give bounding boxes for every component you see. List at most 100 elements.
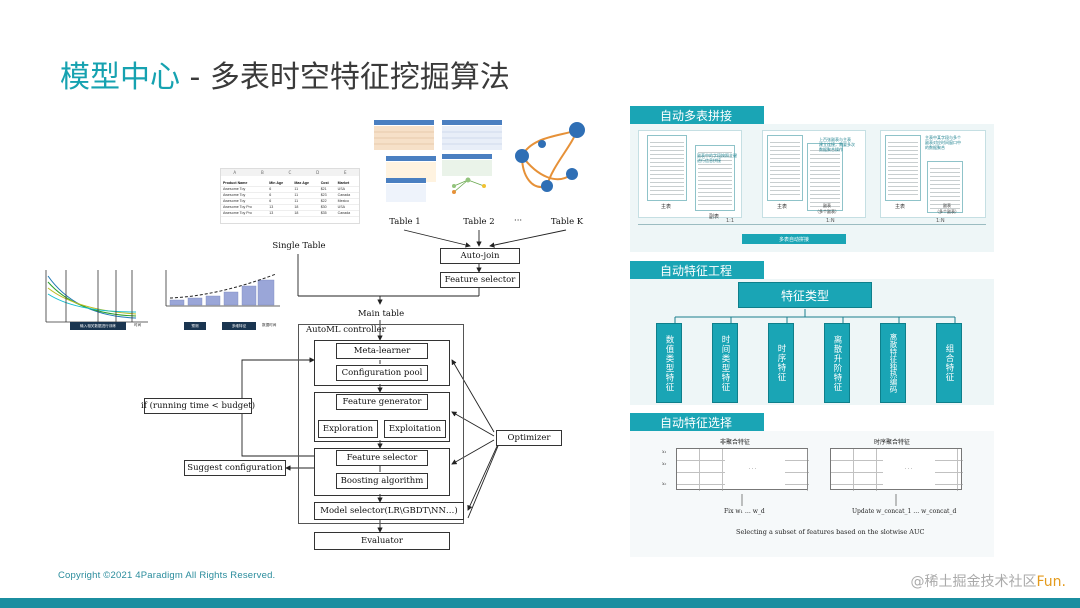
auto-join-footer: 多表自动拼接 xyxy=(742,234,846,244)
meta-group xyxy=(314,340,450,386)
title-main: 模型中心 xyxy=(60,60,180,95)
main-table-label: Main table xyxy=(357,308,405,319)
feature-generator-box: Feature generator xyxy=(336,394,428,410)
bottom-accent-bar xyxy=(0,598,1080,608)
main-sheet xyxy=(767,135,803,201)
join-group-3: 主表 副表 （多个副表） 主表中某字段与多个 副表对应时间窗口中 的数据聚合 xyxy=(880,130,986,218)
col-letter: E xyxy=(344,170,347,175)
table-k: Table K xyxy=(544,212,590,231)
fix-weights: Fix w₁ … w_d xyxy=(724,508,765,515)
exploitation-box: Exploitation xyxy=(384,420,446,438)
selection-caption: Selecting a subset of features based on … xyxy=(736,528,925,536)
small-dag xyxy=(452,177,486,194)
sheet-header: Cost xyxy=(318,180,336,187)
main-table: Main table xyxy=(354,305,408,322)
cell: 18 xyxy=(292,204,319,211)
seq-agg-matrix: · · · xyxy=(830,448,963,491)
cell: Canada xyxy=(335,210,359,217)
update-weights: Update w_concat_1 … w_concat_d xyxy=(852,508,957,515)
meta-learner-box: Meta-learner xyxy=(336,343,428,359)
join-note-1: 副表中的字段按照主键 进行信息拼接 xyxy=(697,153,737,163)
watermark-text: @稀土掘金技术社区 xyxy=(910,574,1037,590)
matrix-ellipsis: · · · xyxy=(749,467,757,472)
page-title: 模型中心 - 多表时空特征挖掘算法 xyxy=(60,52,510,96)
feature-tree-lines xyxy=(674,309,956,323)
model-selector-box: Model selector(LR\GBDT\NN…) xyxy=(314,502,464,520)
multi-table-thumbnail xyxy=(372,116,602,208)
section-1-title: 自动多表拼接 xyxy=(660,108,733,123)
sub-sheet xyxy=(807,143,843,211)
cell: Mexico xyxy=(335,198,359,205)
sheet-header: Market xyxy=(335,180,359,187)
section-feature-selection-header: 自动特征选择 xyxy=(630,413,764,431)
feature-type-combination: 组合特征 xyxy=(936,323,962,403)
table-1-label: Table 1 xyxy=(389,216,421,227)
sub-sheet xyxy=(927,161,963,213)
main-sheet xyxy=(885,135,921,201)
main-label: 主表 xyxy=(661,204,672,210)
feature-gen-group xyxy=(314,392,450,442)
cell: 11 xyxy=(292,192,319,199)
auto-join-box: Auto-join xyxy=(440,248,520,264)
train-label-text: 输入相关数据进行训练 xyxy=(80,323,116,328)
axis-label-time: 时间 xyxy=(134,323,142,327)
watermark: @稀土掘金技术社区Fun. xyxy=(911,571,1066,591)
col-letter: A xyxy=(233,170,237,175)
curve-chart-thumbnail: 输入相关数据进行训练 时间 xyxy=(36,266,154,334)
multi-feature-label-text: 多维特征 xyxy=(231,323,247,328)
cell: Awesome Toy xyxy=(221,186,268,193)
evaluator-box: Evaluator xyxy=(314,532,450,550)
predict-label-text: 预测 xyxy=(191,323,199,328)
table-2-label: Table 2 xyxy=(463,216,495,227)
colored-table-c xyxy=(386,156,436,182)
feature-sel-group xyxy=(314,448,450,496)
feature-type-discrete-upgrade: 离散升阶特征 xyxy=(824,323,850,403)
join-group-1: 主表 副表 副表中的字段按照主键 进行信息拼接 xyxy=(638,130,742,220)
section-3-title: 自动特征选择 xyxy=(660,415,733,430)
section-feature-engineering-header: 自动特征工程 xyxy=(630,261,764,279)
join-note-3: 主表中某字段与多个 副表对应时间窗口中 的数据聚合 xyxy=(925,135,961,150)
cell: 18 xyxy=(292,210,319,217)
sub-label: 副表 xyxy=(709,214,720,220)
cell: Awesome Toy xyxy=(221,198,268,205)
relations-line xyxy=(638,224,986,225)
predict-label: 预测 xyxy=(184,322,206,330)
feature-bar-chart xyxy=(165,270,280,307)
automl-controller-label: AutoML controller xyxy=(306,325,386,335)
relation-2: 1:N xyxy=(826,218,835,224)
cell: 6 xyxy=(267,198,293,205)
cell: 13 xyxy=(267,210,293,217)
optimizer-box: Optimizer xyxy=(496,430,562,446)
train-label: 输入相关数据进行训练 xyxy=(70,322,126,330)
cell: Awesome Toy Pro xyxy=(221,204,268,211)
join-group-2: 主表 副表 （多个副表） 上百张副表与主表 建立连接，需要多次 数据聚合操作 xyxy=(762,130,866,218)
cell: USA xyxy=(335,204,359,211)
cell: $35 xyxy=(318,210,336,217)
colored-table-e xyxy=(386,178,426,202)
matrix-grid xyxy=(677,449,725,491)
row-label: x₂ xyxy=(662,462,667,467)
watermark-logo: Fun. xyxy=(1036,574,1066,590)
configuration-pool-box: Configuration pool xyxy=(336,365,428,381)
seq-agg-head: 时序聚合特征 xyxy=(874,439,911,446)
boosting-algorithm-box: Boosting algorithm xyxy=(336,473,428,489)
cell: $22 xyxy=(318,198,336,205)
exploration-box: Exploration xyxy=(318,420,378,438)
cell: 13 xyxy=(267,204,293,211)
automl-controller-frame xyxy=(298,324,464,524)
single-table: Single Table xyxy=(272,237,326,255)
col-letter: B xyxy=(260,170,264,175)
sheet-header: Product Name xyxy=(221,180,268,187)
table-1: Table 1 xyxy=(382,212,428,231)
feature-selector-box: Feature selector xyxy=(336,450,428,466)
cell: $23 xyxy=(318,192,336,199)
table-2: Table 2 xyxy=(456,212,502,231)
feature-type-onehot: 离散特征独热编码 xyxy=(880,323,906,403)
section-2-title: 自动特征工程 xyxy=(660,263,733,278)
condition-box: if (running time < budget) xyxy=(141,398,255,414)
main-sheet xyxy=(647,135,687,201)
sheet-header: Max Age xyxy=(292,180,319,187)
sheet-table: Product Name Min Age Max Age Cost Market… xyxy=(221,180,359,217)
feature-type-time: 时间类型特征 xyxy=(712,323,738,403)
